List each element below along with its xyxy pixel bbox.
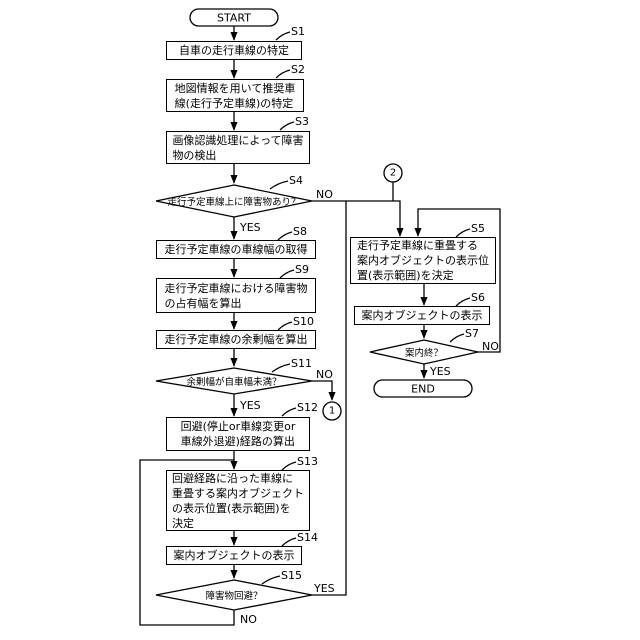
step-s3-id: S3 [295,116,309,128]
decision-s4-text: 走行予定車線上に障害物あり？ [167,194,300,208]
step-s3-box: 画像認識処理によって障害 物の検出 [166,131,310,164]
s15-no-label: NO [240,614,257,626]
step-s7-id: S7 [465,328,479,340]
step-s2-box: 地図情報を用いて推奨車 線(走行予定車線)の特定 [166,79,304,112]
step-s8-id: S8 [293,226,307,238]
step-s8-box: 走行予定車線の車線幅の取得 [156,240,316,259]
step-s1-box: 自車の走行車線の特定 [166,41,302,60]
step-s9-id: S9 [295,264,309,276]
step-s1-id: S1 [291,26,305,38]
s11-yes-label: YES [240,400,261,412]
step-s6-id: S6 [471,292,485,304]
connector-2-label: 2 [390,168,396,179]
decision-s11-text: 余剰幅が自車幅未満？ [186,374,281,388]
step-s15-id: S15 [281,570,302,582]
start-label: START [217,11,251,24]
end-label: END [411,382,435,395]
s7-no-label: NO [482,341,499,353]
step-s4-id: S4 [289,175,303,187]
step-s6-box: 案内オブジェクトの表示 [354,306,490,325]
step-s9-box: 走行予定車線における障害物 の占有幅を算出 [156,278,316,313]
decision-s15-text: 障害物回避？ [205,588,262,602]
step-s11-id: S11 [291,358,312,370]
step-s14-box: 案内オブジェクトの表示 [166,546,302,565]
connector-1-label: 1 [329,406,335,417]
s15-yes-label: YES [314,583,335,595]
step-s10-box: 走行予定車線の余剰幅を算出 [156,330,316,349]
step-s14-id: S14 [297,532,318,544]
s11-no-label: NO [316,369,333,381]
step-s10-id: S10 [293,316,314,328]
s7-yes-label: YES [430,366,451,378]
step-s12-id: S12 [297,402,318,414]
decision-s7-text: 案内終？ [405,345,443,359]
step-s5-id: S5 [471,223,485,235]
step-s13-id: S13 [297,456,318,468]
step-s2-id: S2 [291,64,305,76]
step-s12-box: 回避(停止or車線変更or 車線外退避)経路の算出 [166,417,310,451]
step-s13-box: 回避経路に沿った車線に 重畳する案内オブジェクト の表示位置(表示範囲)を 決定 [166,470,310,531]
s4-no-label: NO [316,189,333,201]
s4-yes-label: YES [240,222,261,234]
step-s5-box: 走行予定車線に重畳する 案内オブジェクトの表示位 置(表示範囲)を決定 [350,237,496,284]
